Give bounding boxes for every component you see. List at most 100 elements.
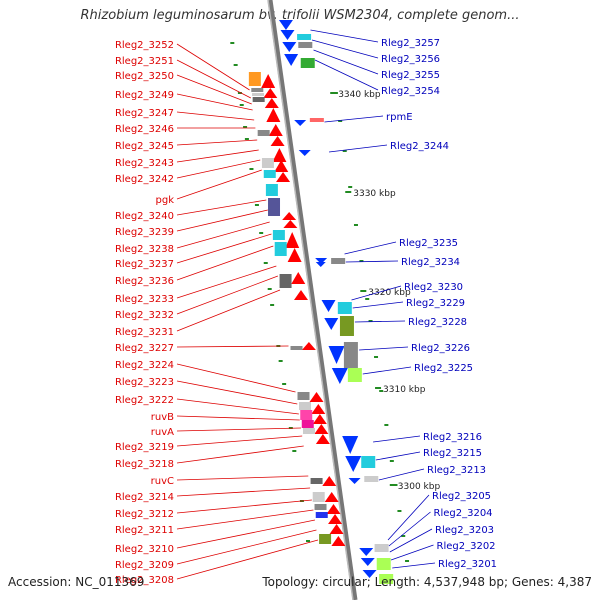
leader-line-left (176, 415, 300, 421)
gene-label-left[interactable]: ruvC (151, 476, 174, 487)
forward-gene-arrow (309, 392, 324, 402)
gene-label-left[interactable]: Rleg2_3218 (115, 459, 174, 470)
gene-label-right[interactable]: Rleg2_3201 (438, 559, 497, 570)
gene-label-left[interactable]: Rleg2_3222 (115, 395, 174, 406)
gene-label-left[interactable]: Rleg2_3245 (115, 141, 174, 152)
gene-label-left[interactable]: Rleg2_3240 (115, 211, 174, 222)
leader-line-left (176, 519, 316, 549)
gene-label-left[interactable]: ruvA (151, 427, 174, 438)
gene-label-right[interactable]: Rleg2_3225 (414, 363, 473, 374)
gene-block (300, 410, 313, 420)
gene-label-left[interactable]: Rleg2_3242 (115, 174, 174, 185)
gene-block (376, 558, 391, 570)
gene-block (274, 242, 287, 256)
tick-mark (282, 383, 287, 385)
tick-mark (401, 535, 406, 537)
forward-gene-arrow (263, 88, 278, 98)
gene-label-right[interactable]: Rleg2_3226 (411, 343, 470, 354)
leader-line-left (176, 245, 274, 281)
gene-label-left[interactable]: pgk (156, 195, 175, 206)
accession-text: Accession: NC_011369 (8, 575, 145, 589)
gene-label-left[interactable]: Rleg2_3231 (115, 327, 174, 338)
gene-label-left[interactable]: Rleg2_3236 (115, 276, 174, 287)
leader-line-left (176, 139, 258, 146)
leader-line-right (352, 301, 404, 309)
leader-line-left (176, 345, 289, 348)
gene-label-right[interactable]: Rleg2_3244 (390, 141, 449, 152)
gene-block (299, 402, 312, 410)
gene-label-left[interactable]: Rleg2_3252 (115, 40, 174, 51)
gene-label-left[interactable]: Rleg2_3223 (115, 377, 174, 388)
gene-label-left[interactable]: Rleg2_3251 (115, 56, 174, 67)
gene-label-left[interactable]: Rleg2_3212 (115, 509, 174, 520)
gene-label-left[interactable]: Rleg2_3249 (115, 90, 174, 101)
reverse-gene-arrow (278, 20, 293, 30)
gene-label-right[interactable]: Rleg2_3229 (406, 298, 465, 309)
gene-label-right[interactable]: Rleg2_3255 (381, 70, 440, 81)
gene-block (265, 184, 278, 196)
gene-label-left[interactable]: Rleg2_3246 (115, 124, 174, 135)
tick-mark (237, 92, 242, 94)
gene-label-right[interactable]: Rleg2_3204 (434, 508, 493, 519)
gene-block (272, 230, 285, 240)
gene-label-right[interactable]: rpmE (386, 112, 413, 123)
gene-label-right[interactable]: Rleg2_3213 (427, 465, 486, 476)
gene-label-left[interactable]: Rleg2_3238 (115, 244, 174, 255)
gene-label-right[interactable]: Rleg2_3235 (399, 238, 458, 249)
gene-label-right[interactable]: Rleg2_3205 (432, 491, 491, 502)
leader-line-left (176, 487, 311, 497)
gene-label-left[interactable]: Rleg2_3247 (115, 108, 174, 119)
gene-label-left[interactable]: Rleg2_3224 (115, 360, 174, 371)
gene-block (257, 130, 270, 136)
gene-block (297, 392, 310, 400)
gene-label-left[interactable]: Rleg2_3227 (115, 343, 174, 354)
gene-block (310, 478, 323, 484)
forward-gene-arrow (276, 172, 291, 182)
gene-label-left[interactable]: Rleg2_3243 (115, 158, 174, 169)
gene-label-right[interactable]: Rleg2_3215 (423, 448, 482, 459)
tick-mark (359, 260, 364, 262)
reverse-gene-arrow (282, 42, 297, 52)
gene-label-left[interactable]: Rleg2_3208 (115, 575, 174, 586)
leader-line-left (176, 435, 303, 447)
leader-line-left (176, 427, 301, 432)
gene-label-left[interactable]: Rleg2_3237 (115, 259, 174, 270)
gene-label-right[interactable]: Rleg2_3257 (381, 38, 440, 49)
gene-label-left[interactable]: Rleg2_3209 (115, 560, 174, 571)
genome-backbone (267, 0, 358, 600)
gene-label-right[interactable]: Rleg2_3203 (435, 525, 494, 536)
reverse-gene-arrow (315, 258, 328, 264)
gene-label-right[interactable]: Rleg2_3256 (381, 54, 440, 65)
leader-line-left (176, 380, 298, 405)
leader-line-right (345, 260, 399, 263)
gene-label-left[interactable]: Rleg2_3250 (115, 71, 174, 82)
leader-line-right (362, 366, 412, 375)
forward-gene-arrow (315, 434, 330, 444)
tick-mark (338, 120, 343, 122)
gene-label-left[interactable]: Rleg2_3211 (115, 525, 174, 536)
reverse-gene-arrow (362, 570, 377, 578)
gene-block (364, 476, 379, 482)
gene-label-left[interactable]: Rleg2_3233 (115, 294, 174, 305)
leader-line-right (375, 451, 421, 461)
gene-label-left[interactable]: ruvB (151, 412, 174, 423)
tick-mark (353, 224, 358, 226)
gene-label-right[interactable]: Rleg2_3234 (401, 257, 460, 268)
gene-label-right[interactable]: Rleg2_3216 (423, 432, 482, 443)
forward-gene-arrow (314, 424, 329, 434)
gene-label-left[interactable]: Rleg2_3210 (115, 544, 174, 555)
gene-label-left[interactable]: Rleg2_3214 (115, 492, 174, 503)
gene-label-right[interactable]: Rleg2_3230 (404, 282, 463, 293)
gene-label-left[interactable]: Rleg2_3219 (115, 442, 174, 453)
leader-line-left (176, 275, 279, 315)
forward-gene-arrow (294, 290, 308, 300)
gene-block (374, 544, 389, 552)
gene-block (302, 428, 315, 434)
tick-mark (365, 298, 370, 300)
gene-label-left[interactable]: Rleg2_3239 (115, 227, 174, 238)
gene-label-right[interactable]: Rleg2_3202 (437, 541, 496, 552)
gene-label-right[interactable]: Rleg2_3254 (381, 86, 440, 97)
gene-label-right[interactable]: Rleg2_3228 (408, 317, 467, 328)
map-title: Rhizobium leguminosarum bv. trifolii WSM… (80, 8, 520, 23)
gene-label-left[interactable]: Rleg2_3232 (115, 310, 174, 321)
